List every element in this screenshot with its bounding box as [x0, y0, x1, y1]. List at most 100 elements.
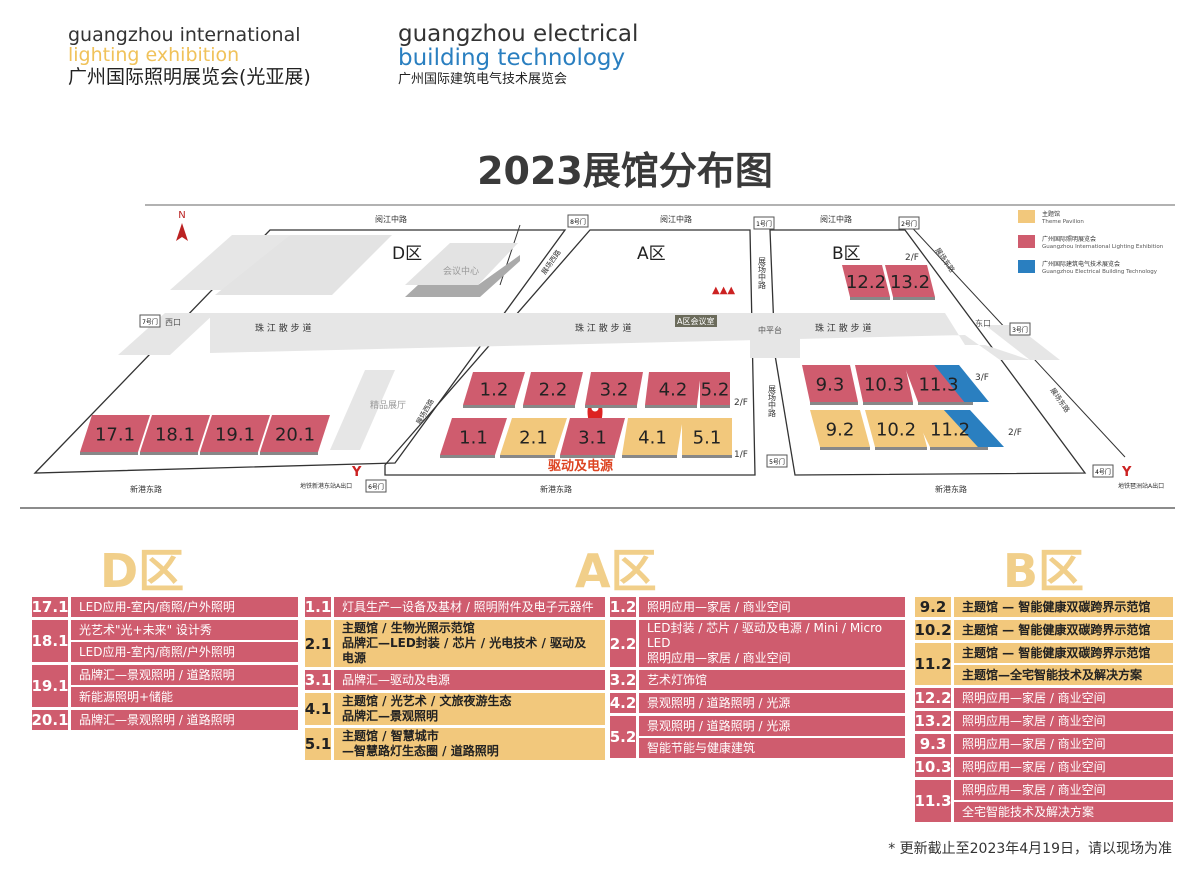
road-label: 阅江中路	[820, 214, 852, 224]
hall-description: 艺术灯饰馆	[639, 670, 905, 690]
flags-icon: ▲▲▲	[712, 285, 735, 296]
hall-number: 9.2	[915, 597, 951, 617]
hall-number: 2.2	[610, 620, 636, 667]
hall-description: 主题馆 — 智能健康双碳跨界示范馆	[954, 597, 1173, 617]
hall-20.1[interactable]: 20.1	[260, 415, 330, 455]
hall-number: 11.3	[915, 780, 952, 822]
hall-number: 12.2	[914, 688, 952, 708]
place-label: 西口	[165, 318, 181, 327]
hall-2.2[interactable]: 2.2	[523, 372, 583, 408]
logo-text: guangzhou international	[68, 24, 301, 46]
hall-description: 主题馆—全宅智能技术及解决方案	[954, 665, 1173, 685]
hall-label: 9.3	[816, 375, 845, 396]
hall-number: 18.1	[32, 620, 69, 662]
hall-2.1[interactable]: 2.1	[500, 418, 567, 458]
hall-1.1[interactable]: 1.1	[440, 418, 507, 458]
gate-7: 7号门	[139, 314, 161, 328]
floor-label: 2/F	[905, 253, 919, 263]
hall-description: 主题馆 / 光艺术 / 文旅夜游生态品牌汇—景观照明	[334, 693, 605, 725]
legend-label: 广州国际建筑电气技术展览会	[1042, 260, 1120, 268]
hall-4.1[interactable]: 4.1	[622, 418, 683, 458]
hall-1.2[interactable]: 1.2	[463, 372, 525, 408]
legend-swatch	[1018, 260, 1035, 273]
hall-label: 11.3	[918, 375, 958, 396]
road-label: 展场中路	[768, 385, 777, 417]
hall-description: 新能源照明+储能	[71, 687, 298, 707]
hall-description: 全宅智能技术及解决方案	[954, 802, 1173, 822]
promenade-label: 珠 江 散 步 道	[575, 322, 631, 334]
zone-label-a: A区	[637, 244, 666, 264]
legend-swatch	[1018, 210, 1035, 223]
hall-number: 3.1	[304, 670, 332, 690]
road-label: 展场西路	[539, 248, 562, 276]
logo-text: lighting exhibition	[68, 43, 240, 66]
hall-9.2[interactable]: 9.2	[810, 410, 870, 450]
metro-icon: Y	[351, 465, 362, 480]
road-label: 展场东路	[1048, 386, 1071, 414]
hall-10.2[interactable]: 10.2	[865, 410, 927, 450]
hall-description: 灯具生产—设备及基材 / 照明附件及电子元器件	[334, 597, 605, 617]
hall-label: 5.2	[701, 380, 730, 401]
road-label: 新港东路	[540, 484, 572, 494]
place-label: A区会议室	[677, 316, 714, 326]
venue-map: N 阅江中路 阅江中路 阅江中路 新港东路 新港东路 新港东路 珠 江 散 步 …	[20, 204, 1175, 509]
hall-5.2[interactable]: 5.2	[700, 372, 730, 408]
floor-label: 2/F	[734, 398, 748, 408]
hall-label: 17.1	[95, 425, 135, 446]
metro-icon: Y	[1121, 465, 1132, 480]
hall-description: 品牌汇—驱动及电源	[334, 670, 605, 690]
hall-description: 主题馆 / 生物光照示范馆品牌汇—LED封装 / 芯片 / 光电技术 / 驱动及…	[334, 620, 605, 667]
hall-10.3[interactable]: 10.3	[855, 365, 913, 405]
road-label: 新港东路	[130, 484, 162, 494]
metro-label: 地铁琶洲站A出口	[1118, 482, 1164, 490]
hall-17.1[interactable]: 17.1	[80, 415, 150, 455]
floor-label: 3/F	[975, 373, 989, 383]
hall-label: 13.2	[890, 272, 930, 293]
hall-4.2[interactable]: 4.2	[645, 372, 701, 408]
lighting-exhibition-logo: guangzhou international lighting exhibit…	[68, 24, 311, 88]
hall-18.1[interactable]: 18.1	[140, 415, 210, 455]
svg-text:6号门: 6号门	[368, 483, 384, 491]
update-note: * 更新截止至2023年4月19日，请以现场为准	[888, 841, 1172, 857]
hall-3.1[interactable]: 3.1	[560, 418, 625, 458]
road-label: 新港东路	[935, 484, 967, 494]
hall-5.1[interactable]: 5.1	[682, 418, 732, 458]
hall-12.2[interactable]: 12.2	[842, 265, 890, 300]
zone-heading-d: D区	[100, 544, 185, 598]
hall-label: 4.2	[659, 380, 688, 401]
hall-13.2[interactable]: 13.2	[885, 265, 935, 300]
logo-text: building technology	[398, 45, 626, 72]
gate-8: 8号门	[567, 214, 589, 228]
hall-9.3[interactable]: 9.3	[802, 365, 858, 405]
floor-label: 2/F	[1008, 428, 1022, 438]
hall-label: 20.1	[275, 425, 315, 446]
hall-label: 9.2	[826, 420, 855, 441]
svg-text:2号门: 2号门	[901, 220, 917, 228]
gate-4: 4号门	[1092, 464, 1114, 478]
hall-number: 13.2	[914, 711, 952, 731]
hall-19.1[interactable]: 19.1	[200, 415, 270, 455]
building-technology-logo: guangzhou electrical building technology…	[398, 22, 638, 87]
gate-6: 6号门	[365, 479, 387, 493]
hall-3.2[interactable]: 3.2	[585, 372, 643, 408]
page-title: 2023展馆分布图	[477, 149, 773, 193]
hall-label: 2.2	[539, 380, 568, 401]
hall-11.3[interactable]: 11.3	[904, 365, 989, 405]
hall-description: 品牌汇—景观照明 / 道路照明	[71, 710, 298, 730]
hall-description: 光艺术"光+未来" 设计秀	[71, 620, 298, 640]
place-label: 精品展厅	[370, 399, 406, 411]
hall-number: 1.1	[304, 597, 332, 617]
zone-label-b: B区	[832, 244, 861, 264]
north-arrow-icon	[176, 223, 188, 241]
hall-11.2[interactable]: 11.2	[912, 410, 1004, 450]
hall-description: 照明应用—家居 / 商业空间	[954, 734, 1173, 754]
hall-description: 照明应用—家居 / 商业空间	[954, 780, 1173, 800]
hall-description: 品牌汇—景观照明 / 道路照明	[71, 665, 298, 685]
